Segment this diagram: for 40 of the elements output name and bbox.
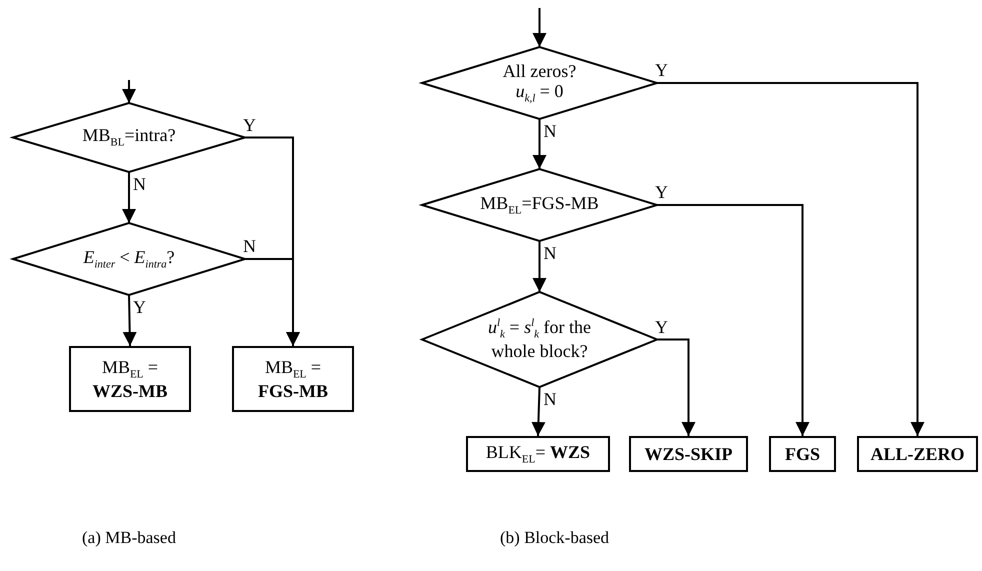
edge-label: N (544, 390, 556, 408)
edge-label: N (544, 122, 556, 140)
node-text: u$_{k,l}$ = 0 (516, 81, 564, 106)
process-box (232, 346, 354, 412)
arrow (245, 258, 300, 346)
node-text: MB$_{EL}$ = WZS-MB (91, 356, 168, 402)
process-box (69, 346, 191, 412)
decision-diamond (422, 292, 657, 387)
arrow (531, 386, 546, 436)
edge-label: N (133, 175, 146, 193)
arrow (657, 82, 924, 436)
node-text: All zeros? (502, 60, 576, 82)
arrow (532, 119, 546, 169)
arrow (532, 8, 546, 47)
node-text: MB$_{BL}$=intra? (82, 125, 176, 150)
node-text: MB$_{EL}$ = FGS-MB (257, 356, 329, 402)
node-text: u$^{l}$$_{k}$ = s$^{l}$$_{k}$ for the whole block? (486, 317, 592, 362)
edge-label: Y (133, 298, 146, 316)
process-box (857, 436, 978, 472)
node-text: E$_{inter}$ < E$_{intra}$? (83, 246, 175, 272)
edge-label: Y (655, 61, 668, 79)
arrow (122, 294, 137, 346)
process-box (769, 436, 836, 472)
arrow (122, 172, 136, 223)
edge-label: Y (655, 183, 668, 201)
process-box (629, 436, 748, 472)
figure-caption: (b) Block-based (500, 528, 610, 548)
edge-label: N (243, 237, 256, 255)
node-text: ALL-ZERO (870, 444, 965, 464)
arrow (122, 80, 136, 103)
arrow (657, 204, 810, 436)
node-text: BLK$_{EL}$= WZS (486, 442, 590, 466)
arrow (657, 338, 696, 436)
figure-caption: (a) MB-based (82, 528, 176, 548)
arrow (532, 241, 546, 292)
node-text: FGS (784, 444, 820, 464)
edge-label: N (544, 244, 556, 262)
node-text: MB$_{EL}$=FGS-MB (480, 192, 599, 218)
process-box (466, 436, 610, 472)
node-text: WZS-SKIP (644, 444, 733, 464)
